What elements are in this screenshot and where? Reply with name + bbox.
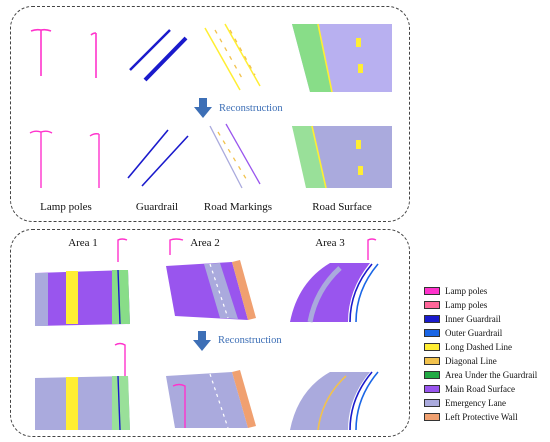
legend-swatch <box>424 328 440 337</box>
legend-swatch <box>424 286 440 295</box>
lamp-poles-original <box>30 28 97 78</box>
area-1-reconstructed <box>35 342 130 431</box>
area-2-reconstructed <box>166 370 256 429</box>
reconstruction-label: Reconstruction <box>218 335 282 346</box>
road-markings-reconstructed <box>209 123 261 189</box>
area-2-title: Area 2 <box>190 237 220 249</box>
legend-item: Lamp poles <box>424 285 487 296</box>
legend-item: Lamp poles <box>424 299 487 310</box>
legend-swatch <box>424 412 440 421</box>
caption-guardrail: Guardrail <box>135 201 179 213</box>
legend-item: Long Dashed Line <box>424 341 512 352</box>
legend-label: Lamp poles <box>445 299 488 310</box>
road-markings-original <box>204 23 261 91</box>
legend-swatch <box>424 342 440 351</box>
legend-item: Outer Guardrail <box>424 327 502 338</box>
down-arrow-icon <box>193 331 211 351</box>
guardrail-reconstructed <box>127 129 189 187</box>
road-surface-reconstructed <box>292 125 392 189</box>
legend-swatch <box>424 384 440 393</box>
legend-label: Area Under the Guardrail <box>445 369 538 380</box>
legend-item: Main Road Surface <box>424 383 515 394</box>
legend-item: Inner Guardrail <box>424 313 501 324</box>
legend-label: Diagonal Line <box>445 355 497 366</box>
legend-label: Left Protective Wall <box>445 411 518 422</box>
area-2-original <box>166 238 256 320</box>
legend-label: Outer Guardrail <box>445 327 503 338</box>
legend-label: Main Road Surface <box>445 383 515 394</box>
area-1-original <box>35 238 130 326</box>
area-3-original <box>290 238 379 323</box>
legend-label: Lamp poles <box>445 285 488 296</box>
lamp-poles-reconstructed <box>29 130 100 188</box>
legend-swatch <box>424 300 440 309</box>
legend-item: Left Protective Wall <box>424 411 518 422</box>
legend-swatch <box>424 398 440 407</box>
area-panel <box>10 229 410 437</box>
caption-road-markings: Road Markings <box>203 201 273 213</box>
area-1-title: Area 1 <box>68 237 98 249</box>
legend-label: Long Dashed Line <box>445 341 512 352</box>
legend-item: Diagonal Line <box>424 355 497 366</box>
caption-road-surface: Road Surface <box>312 201 372 213</box>
reconstruction-label: Reconstruction <box>219 103 283 114</box>
legend-swatch <box>424 314 440 323</box>
road-surface-original <box>292 23 392 93</box>
area-3-title: Area 3 <box>315 237 345 249</box>
legend-swatch <box>424 356 440 365</box>
guardrail-original <box>129 29 188 82</box>
caption-lamp-poles: Lamp poles <box>40 201 92 213</box>
legend-item: Emergency Lane <box>424 397 506 408</box>
legend-item: Area Under the Guardrail <box>424 369 537 380</box>
legend-label: Inner Guardrail <box>445 313 501 324</box>
legend-label: Emergency Lane <box>445 397 507 408</box>
area-3-reconstructed <box>290 371 379 431</box>
legend-swatch <box>424 370 440 379</box>
component-panel <box>10 6 410 222</box>
down-arrow-icon <box>194 98 212 118</box>
